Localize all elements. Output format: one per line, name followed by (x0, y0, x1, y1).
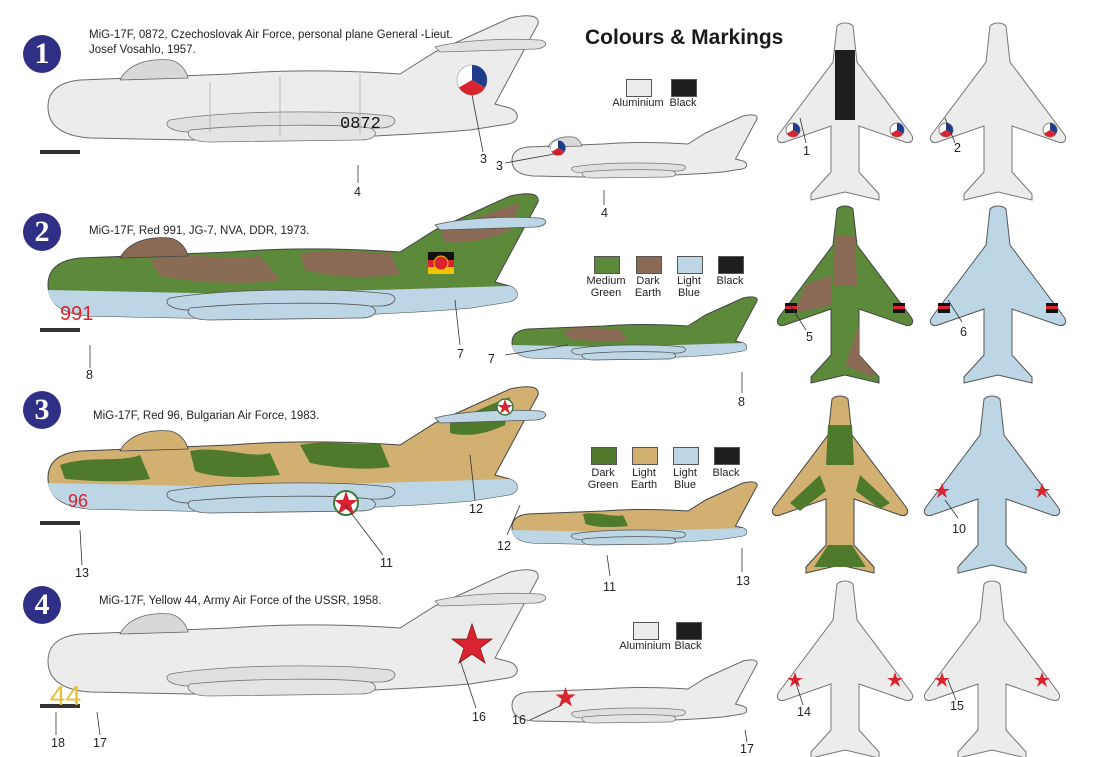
aircraft-bottom-3 (923, 395, 1061, 574)
swatch-aluminium (633, 622, 659, 640)
swatch-black (718, 256, 744, 274)
scheme-badge-1: 1 (23, 35, 61, 73)
scheme-badge-3: 3 (23, 391, 61, 429)
serial-991-side: 991 (60, 303, 93, 325)
callout-3-13-small: 13 (736, 574, 750, 588)
aircraft-side-1-small (511, 114, 758, 179)
callout-2-7-small: 7 (488, 352, 495, 366)
callout-1-3-small: 3 (496, 159, 503, 173)
callout-2-8-large: 8 (86, 368, 93, 382)
swatch-label-aluminium: Aluminium (612, 97, 664, 109)
swatch-black (671, 79, 697, 97)
swatch-label-aluminium: Aluminium (619, 640, 671, 652)
swatch-label-black: Black (712, 467, 740, 479)
callout-2-7-large: 7 (457, 347, 464, 361)
aircraft-side-4 (40, 569, 547, 708)
swatch-light-blue (677, 256, 703, 274)
aircraft-side-4-small (511, 659, 758, 724)
serial-0872-side: 0872 (340, 115, 381, 134)
callout-4-17-small: 17 (740, 742, 754, 756)
serial-44-side: 44 (50, 680, 81, 711)
aircraft-bottom-4 (923, 580, 1061, 757)
callout-3-10-bottom: 10 (952, 522, 966, 536)
scheme-badge-4: 4 (23, 586, 61, 624)
swatch-label-black: Black (674, 640, 702, 652)
scheme-description-1-line1: MiG-17F, 0872, Czechoslovak Air Force, p… (89, 29, 453, 41)
aircraft-top-4 (776, 580, 914, 757)
aircraft-side-2 (40, 193, 547, 332)
page-title: Colours & Markings (585, 26, 784, 49)
callout-1-2-bottom: 2 (954, 141, 961, 155)
swatch-dark-green (591, 447, 617, 465)
callout-3-11-large: 11 (380, 556, 393, 570)
serial-96-side: 96 (68, 491, 88, 511)
aircraft-side-2-small (511, 296, 758, 361)
scheme-description-1-line2: Josef Vosahlo, 1957. (89, 44, 196, 56)
aircraft-top-3 (771, 395, 909, 574)
swatch-label-black: Black (669, 97, 697, 109)
callout-3-13-large: 13 (75, 566, 89, 580)
swatch-label-black: Black (716, 275, 744, 287)
callout-2-5-top: 5 (806, 330, 813, 344)
callout-2-6-bottom: 6 (960, 325, 967, 339)
scheme-description-3: MiG-17F, Red 96, Bulgarian Air Force, 19… (93, 410, 320, 422)
aircraft-bottom-2 (929, 205, 1067, 384)
swatch-light-blue (673, 447, 699, 465)
swatch-dark-earth (636, 256, 662, 274)
scheme-description-2: MiG-17F, Red 991, JG-7, NVA, DDR, 1973. (89, 225, 310, 237)
scheme-description-1: MiG-17F, 0872, Czechoslovak Air Force, p… (89, 28, 453, 58)
aircraft-bottom-1 (929, 22, 1067, 201)
callout-lines (55, 94, 963, 743)
scheme-description-4: MiG-17F, Yellow 44, Army Air Force of th… (99, 595, 382, 607)
aircraft-side-1 (40, 15, 547, 154)
callout-4-17-large: 17 (93, 736, 107, 750)
swatch-black (676, 622, 702, 640)
swatch-light-earth (632, 447, 658, 465)
callout-3-11-small: 11 (603, 580, 616, 594)
swatch-aluminium (626, 79, 652, 97)
callout-4-15-bottom: 15 (950, 699, 964, 713)
aircraft-top-1 (776, 22, 914, 201)
callout-1-4-large: 4 (354, 185, 361, 199)
aircraft-side-3-small (511, 481, 758, 546)
callout-3-12-small: 12 (497, 539, 511, 553)
swatch-black (714, 447, 740, 465)
callout-1-3-large: 3 (480, 152, 487, 166)
callout-1-1-top: 1 (803, 144, 810, 158)
callout-4-16-large: 16 (472, 710, 486, 724)
callout-4-18: 18 (51, 736, 65, 750)
callout-3-12-large: 12 (469, 502, 483, 516)
callout-4-16-small: 16 (512, 713, 526, 727)
svg-text:0872: 0872 (340, 115, 381, 134)
aircraft-side-3 (40, 386, 547, 525)
callout-1-4-small: 4 (601, 206, 608, 220)
callout-2-8-small: 8 (738, 395, 745, 409)
swatch-medium-green (594, 256, 620, 274)
scheme-badge-2: 2 (23, 213, 61, 251)
callout-4-14-top: 14 (797, 705, 811, 719)
aircraft-top-2 (776, 205, 914, 384)
